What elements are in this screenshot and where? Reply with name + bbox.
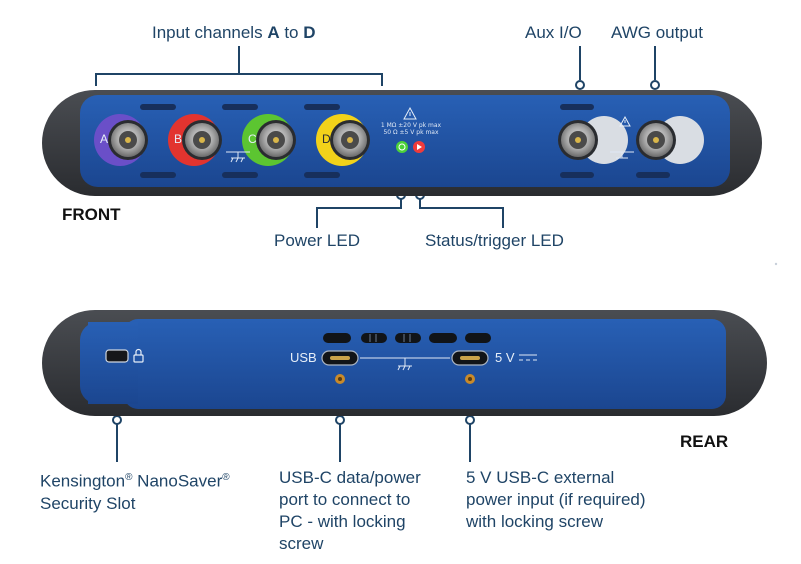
- rear-side-label: REAR: [680, 432, 729, 451]
- usb-c-power-label: 5 V USB-C external power input (if requi…: [466, 468, 646, 531]
- kensington-label: Kensington® NanoSaver® Security Slot: [40, 471, 230, 513]
- usb-c-power-port: [451, 350, 489, 384]
- warning-icon-front: [403, 106, 417, 120]
- lock-icon: [133, 348, 144, 363]
- panel-input-rating: 1 MΩ ±20 V pk max 50 Ω ±5 V pk max: [380, 122, 442, 136]
- usb-port-label: USB: [290, 350, 317, 365]
- awg-connector: [636, 116, 704, 164]
- power-led-leader: [316, 199, 402, 228]
- front-device: [42, 90, 762, 196]
- usb-c-data-label: USB-C data/power port to connect to PC -…: [279, 468, 421, 553]
- warning-icon-aux: [619, 115, 631, 127]
- aux-io-label: Aux I/O: [525, 23, 582, 42]
- awg-output-label: AWG output: [611, 23, 703, 42]
- channel-d-connector: [316, 114, 370, 166]
- ground-symbol-aux: [610, 151, 634, 159]
- usb-c-data-port: [321, 350, 359, 384]
- aux-io-dot: [575, 80, 585, 90]
- channel-d-letter: D: [322, 132, 331, 146]
- rear-vents: [323, 333, 491, 343]
- status-led: [413, 141, 425, 153]
- channel-a-letter: A: [100, 132, 109, 146]
- status-led-label: Status/trigger LED: [425, 231, 564, 250]
- front-side-label: FRONT: [62, 205, 121, 224]
- rear-panel: [124, 319, 726, 409]
- channel-c-connector: [242, 114, 296, 166]
- channel-b-connector: [168, 114, 222, 166]
- status-led-leader: [419, 199, 504, 228]
- aux-io-connector: [558, 116, 628, 164]
- kensington-slot: [105, 349, 129, 363]
- awg-dot: [650, 80, 660, 90]
- front-panel: [80, 95, 730, 187]
- power-led-label: Power LED: [274, 231, 360, 250]
- dc-symbol: [519, 354, 537, 361]
- rear-vent-ribs: [369, 334, 411, 342]
- ground-symbol-front: [226, 151, 250, 163]
- front-callouts: [95, 46, 660, 228]
- power-led: [396, 141, 408, 153]
- rear-device: [42, 310, 767, 416]
- rear-callouts: [112, 415, 475, 462]
- power-port-label: 5 V: [495, 350, 515, 365]
- channel-b-letter: B: [174, 132, 183, 146]
- channel-c-letter: C: [248, 132, 257, 146]
- channel-a-connector: [94, 114, 148, 166]
- front-vents: [140, 104, 670, 178]
- input-channels-bracket: [95, 73, 383, 86]
- corner-dots: [774, 262, 778, 266]
- ground-symbol-rear: [360, 357, 450, 371]
- input-channels-label: Input channels A to D: [152, 23, 316, 42]
